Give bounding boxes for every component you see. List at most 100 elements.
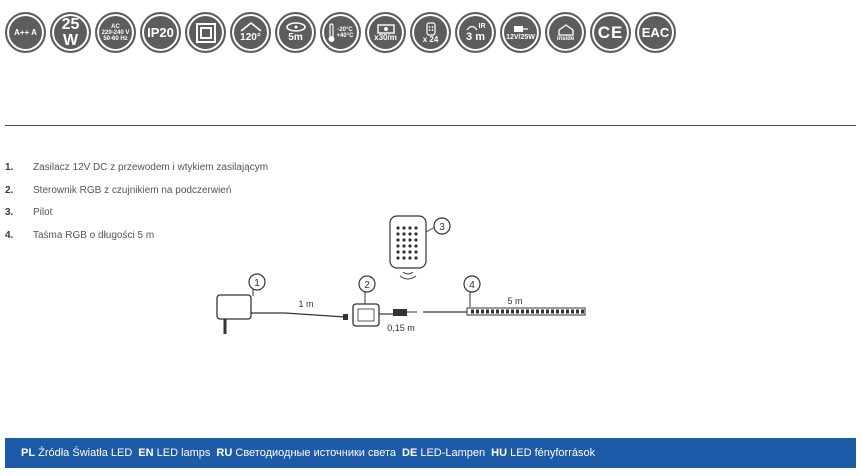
beam-angle-label: 120° [240,32,261,43]
lang-text: LED-Lampen [420,447,486,459]
ir-range-label: 3 m [466,30,485,43]
footer-pl: PL Źródła Światła LED [21,447,132,459]
voltage-title: AC [111,23,120,30]
footer-ru: RU Светодиодные источники света [216,447,396,459]
ip-rating-icon: IP20 [140,12,181,53]
energy-class-label: A++ A [14,27,37,37]
power-supply-illustration [216,294,348,334]
led-chip [521,309,524,314]
indoor-use-icon: inside [545,12,586,53]
list-item-number: 1. [5,162,14,173]
kit-diagram: 3 1 1 m 2 0,15 m 4 5 m [216,215,586,334]
led-chip [556,309,559,314]
strip-length-icon: 5m [275,12,316,53]
cable-1-length: 1 m [298,299,313,309]
strip-length: 5 m [507,296,522,306]
led-chip [581,309,584,314]
remote-keys-icon: x 24 [410,12,451,53]
lang-code: PL [21,447,36,459]
list-item-number: 2. [5,184,14,196]
led-chip [546,309,549,314]
ir-label: IR [478,23,486,30]
spec-icon-row: A++ A 25 W AC 220-240 V 50-60 Hz IP20 12… [5,12,676,56]
led-chip [491,309,494,314]
remote-keys-label: x 24 [422,34,439,44]
cable-2-length: 0,15 m [387,323,415,333]
footer-de: DE LED-Lampen [402,447,485,459]
svg-text:3: 3 [439,222,445,233]
category-footer-bar: PL Źródła Światła LED EN LED lamps RU Св… [5,438,856,468]
voltage-freq: 50-60 Hz [103,35,128,42]
list-item-text: Pilot [33,207,53,218]
led-chip [486,309,489,314]
led-chip [506,309,509,314]
lang-code: HU [491,447,508,459]
energy-class-icon: A++ A [5,12,46,53]
list-item-number: 3. [5,207,14,218]
lang-code: EN [138,447,154,459]
led-chip [561,309,564,314]
ip-rating-label: IP20 [147,25,174,40]
lang-text: Светодиодные источники света [235,447,396,459]
led-chip [511,309,514,314]
callout-2: 2 [358,275,376,293]
remote-illustration [389,215,436,280]
list-item: 3. Pilot [5,207,268,230]
svg-text:2: 2 [364,280,370,291]
led-density-label: x30/m [374,32,397,42]
list-item: 4. Taśma RGB o długości 5 m [5,230,268,253]
eac-mark-icon: EAC [635,12,676,53]
inside-label: inside [556,35,575,42]
list-item-number: 4. [5,229,14,241]
lang-code: DE [402,447,418,459]
led-chip [566,309,569,314]
power-adapter-icon: 12V/25W [500,12,541,53]
lang-text: Źródła Światła LED [38,447,133,459]
callout-1: 1 [248,273,266,291]
led-chip [536,309,539,314]
ce-mark-label: CE [597,23,624,42]
svg-text:1: 1 [254,278,260,289]
ir-range-icon: IR 3 m [455,12,496,53]
beam-angle-icon: 120° [230,12,271,53]
led-chip [526,309,529,314]
component-list: 1. Zasilacz 12V DC z przewodem i wtykiem… [5,162,268,252]
adapter-spec-label: 12V/25W [506,34,535,41]
footer-en: EN LED lamps [138,447,210,459]
led-chip [496,309,499,314]
eac-mark-label: EAC [641,25,670,40]
lang-text: LED fényforrások [510,447,596,459]
list-item-text: Zasilacz 12V DC z przewodem i wtykiem za… [33,162,269,173]
list-item-text: Sterownik RGB z czujnikiem na podczerwie… [33,184,232,196]
led-density-icon: x30/m [365,12,406,53]
callout-3: 3 [433,217,451,235]
ce-mark-icon: CE [590,12,631,53]
divider-rule [5,125,856,126]
lang-code: RU [216,447,233,459]
svg-text:4: 4 [469,280,475,291]
led-chip [531,309,534,314]
temperature-icon: -20°C +40°C [320,12,361,53]
temp-low-label: +40°C [336,32,354,39]
list-item-text: Taśma RGB o długości 5 m [33,229,155,241]
led-chip [516,309,519,314]
led-chip [481,309,484,314]
led-chip [551,309,554,314]
power-label: 25 W [61,15,80,49]
footer-hu: HU LED fényforrások [491,447,595,459]
led-chip [501,309,504,314]
led-strip-illustration [423,307,586,316]
callout-4: 4 [463,275,481,293]
led-chip [541,309,544,314]
led-chip [571,309,574,314]
power-icon: 25 W [50,12,91,53]
list-item: 2. Sterownik RGB z czujnikiem na podczer… [5,185,268,208]
voltage-range: 220-240 V [101,29,130,36]
led-chip [476,309,479,314]
controller-illustration [352,303,417,327]
voltage-icon: AC 220-240 V 50-60 Hz [95,12,136,53]
strip-length-label: 5m [288,32,303,43]
protection-class-icon [185,12,226,53]
led-chip [471,309,474,314]
list-item: 1. Zasilacz 12V DC z przewodem i wtykiem… [5,162,268,185]
